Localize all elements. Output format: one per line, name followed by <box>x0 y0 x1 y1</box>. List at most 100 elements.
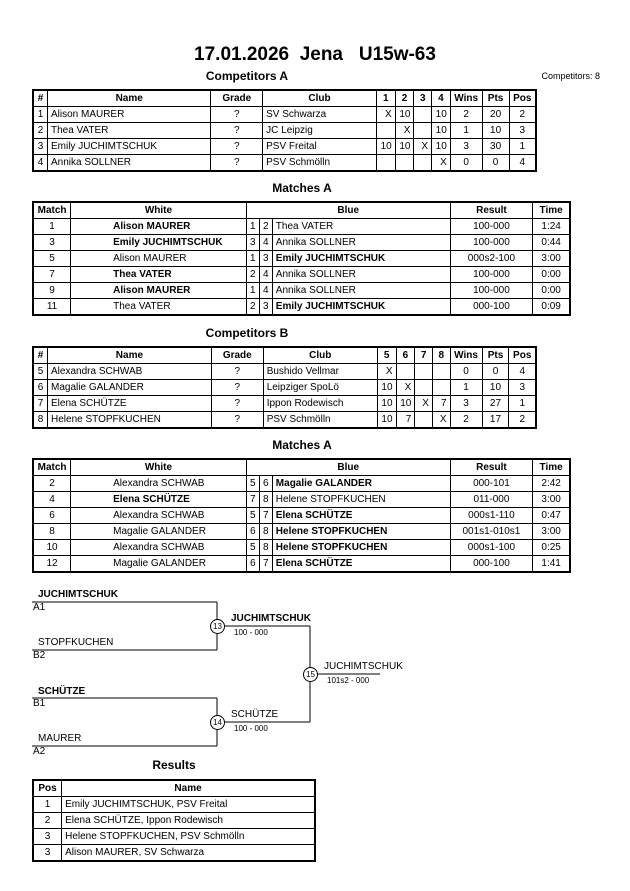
match-result: 000-101 <box>449 475 534 492</box>
blue-seed: 7 <box>258 555 273 573</box>
column-header: 4 <box>431 89 451 107</box>
table-cell: 17 <box>481 411 510 429</box>
results-title: Results <box>152 758 196 772</box>
column-header: Result <box>449 458 534 476</box>
blue-seed: 3 <box>258 298 273 316</box>
match-number: 9 <box>32 282 72 299</box>
match-time: 0:47 <box>532 507 571 524</box>
table-cell: 1 <box>508 138 537 155</box>
match-number: 7 <box>32 266 72 283</box>
column-header: Time <box>532 201 571 219</box>
column-header: Time <box>532 458 571 476</box>
white-name: Alexandra SCHWAB <box>70 507 247 524</box>
matches-b-title: Matches A <box>272 438 332 452</box>
table-cell: Alison MAURER <box>46 106 212 123</box>
blue-seed: 4 <box>258 266 273 283</box>
match-number: 12 <box>32 555 72 573</box>
table-cell <box>414 363 433 380</box>
blue-name: Annika SOLLNER <box>271 282 451 299</box>
table-cell: 4 <box>32 154 48 172</box>
column-header: 5 <box>376 346 397 364</box>
table-cell: X <box>394 122 415 139</box>
table-cell <box>375 154 396 172</box>
table-cell <box>413 154 433 172</box>
result-name: Emily JUCHIMTSCHUK, PSV Freital <box>61 796 316 813</box>
pool-a-title: Competitors A <box>205 69 289 83</box>
match-time: 0:25 <box>532 539 571 556</box>
table-cell: SV Schwarza <box>262 106 377 123</box>
sf1-top-name: JUCHIMTSCHUK <box>38 589 118 600</box>
table-cell: Magalie GALANDER <box>47 379 212 396</box>
table-cell: 7 <box>431 395 451 412</box>
table-cell: 2 <box>32 122 48 139</box>
blue-seed: 3 <box>258 250 273 267</box>
white-name: Emily JUCHIMTSCHUK <box>70 234 247 251</box>
match-time: 3:00 <box>532 523 571 540</box>
table-cell: 0 <box>449 154 483 172</box>
column-header: Pos <box>508 89 537 107</box>
table-cell: 1 <box>449 122 483 139</box>
table-cell: 3 <box>508 379 537 396</box>
table-cell: Helene STOPFKUCHEN <box>47 411 212 429</box>
table-cell: 10 <box>376 395 397 412</box>
table-cell: 10 <box>431 106 451 123</box>
column-header: Grade <box>210 89 264 107</box>
sf2-score: 100 - 000 <box>234 724 268 733</box>
column-header: 7 <box>414 346 433 364</box>
column-header: # <box>32 346 48 364</box>
table-cell: 10 <box>376 379 397 396</box>
table-cell: 8 <box>32 411 48 429</box>
table-cell: X <box>431 154 451 172</box>
blue-name: Helene STOPFKUCHEN <box>271 523 451 540</box>
match-number: 1 <box>32 218 72 235</box>
white-seed: 5 <box>245 539 260 556</box>
table-cell: 4 <box>508 154 537 172</box>
column-header: Wins <box>449 89 483 107</box>
blue-seed: 2 <box>258 218 273 235</box>
blue-name: Magalie GALANDER <box>271 475 451 492</box>
table-cell: 20 <box>481 106 510 123</box>
blue-name: Emily JUCHIMTSCHUK <box>271 298 451 316</box>
column-header: Pos <box>32 779 63 797</box>
table-cell <box>414 379 433 396</box>
table-cell: 2 <box>449 106 483 123</box>
sf2-bottom-seed: A2 <box>33 746 46 757</box>
table-cell: 10 <box>375 138 396 155</box>
table-cell <box>375 122 396 139</box>
table-cell <box>413 122 433 139</box>
match-result: 000s2-100 <box>449 250 534 267</box>
white-name: Elena SCHÜTZE <box>70 491 247 508</box>
white-seed: 1 <box>245 218 260 235</box>
blue-name: Emily JUCHIMTSCHUK <box>271 250 451 267</box>
table-cell: ? <box>210 411 264 429</box>
blue-seed: 4 <box>258 282 273 299</box>
table-cell: 2 <box>508 411 537 429</box>
table-cell: X <box>431 411 451 429</box>
sf1-bottom-name: STOPFKUCHEN <box>38 637 114 648</box>
sf1-score: 100 - 000 <box>234 628 268 637</box>
table-cell: Thea VATER <box>46 122 212 139</box>
match-result: 100-000 <box>449 218 534 235</box>
white-name: Magalie GALANDER <box>70 555 247 573</box>
table-cell: ? <box>210 138 264 155</box>
table-cell: 27 <box>481 395 510 412</box>
white-seed: 7 <box>245 491 260 508</box>
table-cell: Leipziger SpoLö <box>262 379 378 396</box>
match-number: 3 <box>32 234 72 251</box>
table-cell: X <box>376 363 397 380</box>
table-cell: Elena SCHÜTZE <box>47 395 212 412</box>
table-cell: ? <box>210 395 264 412</box>
result-position: 3 <box>32 844 63 862</box>
table-cell: JC Leipzig <box>262 122 377 139</box>
pool-b-title: Competitors B <box>205 326 289 340</box>
